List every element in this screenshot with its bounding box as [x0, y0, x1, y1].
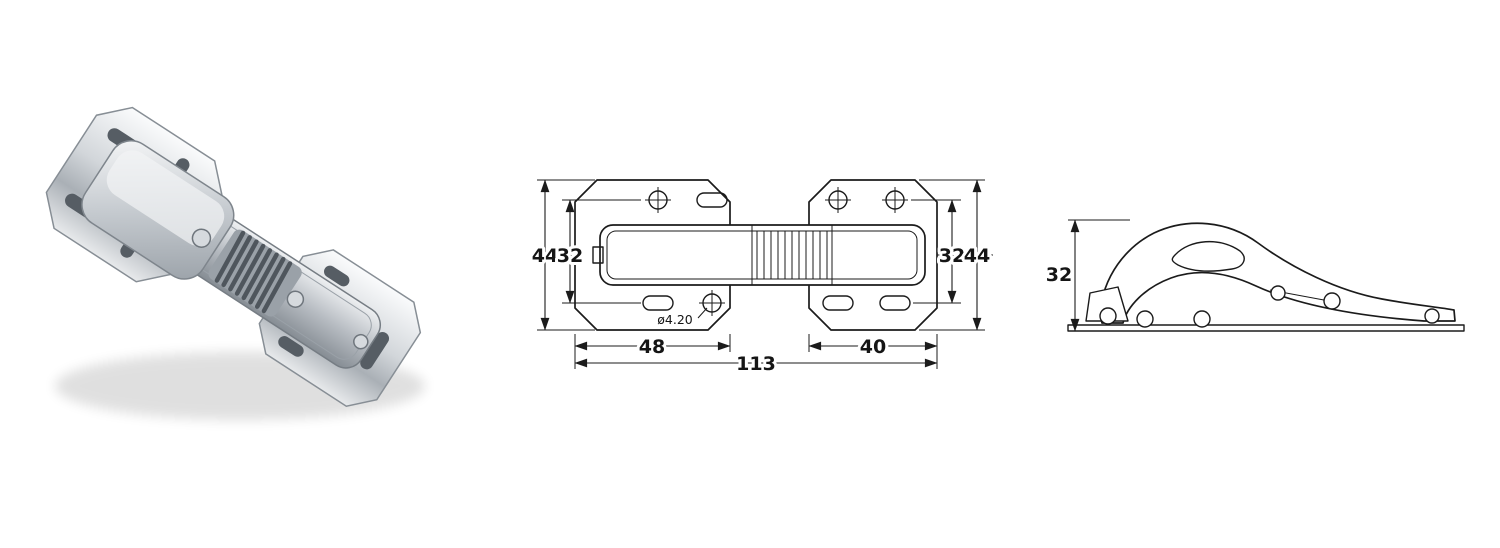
dim-bottom-left: 48	[639, 336, 665, 358]
hinge-top-view-drawing: 44 32 32 44 48 40 113 ø4.20	[529, 179, 993, 378]
slot-hole	[879, 295, 911, 311]
screw-slot	[278, 336, 304, 357]
cross-hole	[699, 290, 725, 316]
cross-hole	[882, 187, 908, 213]
pivot-pin	[191, 228, 212, 248]
spring-coil	[756, 231, 828, 279]
dim-overall: 113	[736, 353, 776, 375]
side-view-base-plate	[1067, 324, 1465, 332]
hinge-side-view-drawing: 32	[1043, 219, 1465, 332]
hole-diameter-callout: ø4.20	[657, 312, 693, 327]
arm-cutout	[1171, 240, 1245, 272]
dimension-lines	[540, 179, 982, 368]
pivot-pin	[353, 333, 369, 350]
screw-slot	[360, 332, 390, 370]
left-bracket	[1085, 286, 1129, 322]
dim-bottom-right: 40	[860, 336, 886, 358]
dim-right-inner: 32	[939, 245, 965, 267]
screw-slot	[324, 265, 350, 287]
side-view-arm-profile	[1085, 222, 1456, 324]
top-view-arm	[592, 224, 926, 286]
hinge-product-photo	[45, 106, 425, 420]
side-view-dimension	[1068, 219, 1130, 332]
latch-tip	[592, 246, 604, 264]
pivot-pin	[286, 290, 305, 308]
slot-hole	[822, 295, 854, 311]
slot-hole	[696, 192, 728, 208]
cross-hole	[645, 187, 671, 213]
dim-left-inner: 32	[557, 245, 583, 267]
cross-hole	[825, 187, 851, 213]
slot-hole	[642, 295, 674, 311]
dim-side-height: 32	[1046, 264, 1072, 286]
dim-left-outer: 44	[532, 245, 558, 267]
side-view-pins	[1099, 285, 1440, 328]
dim-right-outer: 44	[964, 245, 990, 267]
photo-spring	[208, 229, 302, 317]
